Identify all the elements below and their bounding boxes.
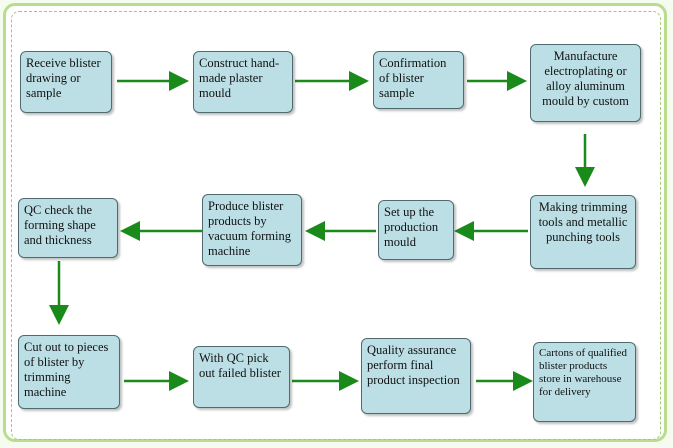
step-vacuum-forming: Produce blister products by vacuum formi… (202, 194, 302, 266)
step-qc-pick-out: With QC pick out failed blister (193, 346, 290, 408)
step-manufacture-mould: Manufacture electroplating or alloy alum… (530, 44, 641, 122)
step-cut-out: Cut out to pieces of blister by trimming… (18, 335, 120, 409)
step-quality-assurance: Quality assurance perform final product … (361, 338, 471, 414)
step-qc-check: QC check the forming shape and thickness (18, 198, 118, 258)
step-plaster-mould: Construct hand-made plaster mould (193, 51, 293, 113)
inner-dashed-frame (11, 11, 661, 440)
step-receive-drawing: Receive blister drawing or sample (20, 51, 112, 113)
step-confirm-sample: Confirmation of blister sample (373, 51, 464, 109)
step-trimming-tools: Making trimming tools and metallic punch… (530, 195, 636, 269)
step-set-up-mould: Set up the production mould (378, 200, 454, 260)
step-cartons-warehouse: Cartons of qualified blister products st… (533, 342, 636, 422)
